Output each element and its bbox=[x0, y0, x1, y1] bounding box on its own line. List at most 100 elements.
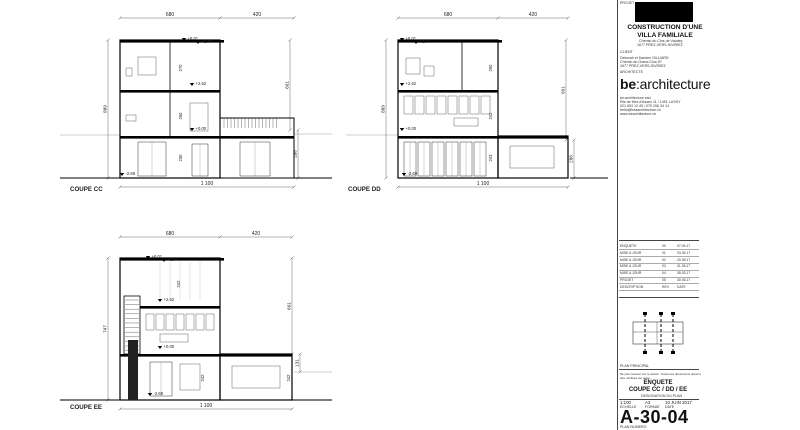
ee-kitchen-unit bbox=[175, 313, 185, 331]
projet-label: PROJET bbox=[620, 1, 635, 5]
ee-dim-upper-label: 601 bbox=[287, 302, 292, 310]
ee-room-height-2: 242 bbox=[200, 374, 205, 382]
dd-level-first: +2.62 bbox=[406, 81, 417, 86]
project-address-2: 1677 PREZ-VERS-SIVIRIEZ bbox=[637, 43, 683, 47]
revision-idx: 00 bbox=[662, 244, 666, 248]
cc-dim-total-tick bbox=[292, 185, 296, 189]
revision-date: 03.05.17 bbox=[677, 250, 691, 255]
dd-floor-slab bbox=[398, 90, 498, 93]
revision-idx: 02 bbox=[662, 257, 666, 262]
revision-header-idx: REV bbox=[662, 284, 669, 289]
cc-level-roof: +6.01 bbox=[188, 36, 199, 41]
ee-level-ground-marker bbox=[157, 346, 163, 349]
cc-ground-slab bbox=[120, 136, 294, 139]
ee-kitchen-unit bbox=[185, 313, 195, 331]
cc-dim-height-label: 889 bbox=[103, 105, 108, 113]
sheet-title: COUPE CC / DD / EE bbox=[628, 387, 688, 393]
cc-level-roof-marker bbox=[181, 38, 187, 41]
dd-level-base: -2.69 bbox=[408, 171, 418, 176]
dd-annex-room bbox=[509, 145, 555, 169]
logo-bracket: be bbox=[620, 76, 636, 92]
date-label: DATE bbox=[665, 405, 675, 409]
cc-level-first: +2.62 bbox=[196, 81, 207, 86]
format-label: FORMAT bbox=[645, 405, 660, 409]
ee-dim-lower-label: 131 bbox=[295, 359, 300, 367]
sheet-number: A-30-04 bbox=[620, 407, 689, 427]
dd-dim-height-label: 889 bbox=[381, 105, 386, 113]
ee-foundation-wall bbox=[128, 340, 138, 400]
cc-level-base: -2.69 bbox=[126, 171, 136, 176]
cc-level-first-marker bbox=[189, 83, 195, 86]
ee-dim-height-label: 747 bbox=[103, 325, 108, 333]
dd-kitchen-unit bbox=[480, 95, 491, 115]
client-line-2: Chemin du Grand-Clos 57 bbox=[620, 60, 662, 64]
dd-dim-upper-tick bbox=[564, 38, 568, 42]
dd-dim-total-tick bbox=[396, 185, 400, 189]
client-line-3: 1677 PREZ-VERS-SIVIRIEZ bbox=[620, 64, 666, 68]
scale-label: ECHELLE bbox=[620, 405, 637, 409]
dd-dim-upper-tick bbox=[564, 138, 568, 142]
ee-kitchen-unit bbox=[205, 313, 215, 331]
ee-dim-left-tick bbox=[118, 235, 122, 239]
cc-level-ceiling: +5.74 bbox=[202, 39, 213, 44]
note-line-2: être vérifiées sur place. bbox=[620, 376, 652, 380]
dd-level-ceiling: +5.74 bbox=[420, 39, 431, 44]
cc-dim-left-tick bbox=[118, 16, 122, 20]
format-value: A3 bbox=[645, 400, 651, 405]
ee-level-ceiling: +5.74 bbox=[168, 257, 179, 262]
revision-name: PROJET bbox=[620, 278, 634, 282]
revision-name: MISE A JOUR bbox=[620, 257, 642, 262]
ee-ground-slab bbox=[120, 354, 292, 357]
cc-dim-height-tick bbox=[106, 38, 110, 42]
dd-kitchen-unit bbox=[447, 95, 458, 115]
project-address-1: Chemin du Clos de Vaudey bbox=[639, 39, 683, 43]
cc-dim-right-tick bbox=[292, 16, 296, 20]
ee-dim-upper-tick bbox=[290, 256, 294, 260]
dd-dining-table bbox=[453, 117, 479, 127]
ee-kitchen-unit bbox=[145, 313, 155, 331]
project-title: CONSTRUCTION D'UNE VILLA FAMILIALE bbox=[627, 24, 703, 39]
revision-date: 07.04.17 bbox=[677, 244, 691, 248]
ee-floor-slab bbox=[140, 306, 220, 309]
revision-idx: 05 bbox=[662, 278, 666, 282]
ee-dim-left-label: 680 bbox=[166, 231, 175, 237]
dd-kitchen-unit bbox=[414, 95, 425, 115]
date-value: 10 JUIN 2017 bbox=[665, 400, 692, 405]
revision-header-name: DESCRIPTION bbox=[620, 284, 644, 289]
revision-date: 20.06.17 bbox=[677, 257, 691, 262]
ee-kitchen-unit bbox=[195, 313, 205, 331]
cc-label: COUPE CC bbox=[70, 186, 103, 193]
revision-date: 30.06.17 bbox=[677, 278, 691, 282]
cc-dim-lower-tick bbox=[296, 128, 300, 132]
dd-dim-right-tick bbox=[496, 16, 500, 20]
ee-level-ground: +0.00 bbox=[164, 344, 175, 349]
dd-level-roof: +6.01 bbox=[406, 36, 417, 41]
sheet-number-label: PLAN NUMERO bbox=[620, 425, 647, 429]
cc-level-ground: +0.00 bbox=[196, 126, 207, 131]
dd-cabinet bbox=[405, 57, 421, 75]
cc-room-height-3: 230 bbox=[178, 154, 183, 162]
cc-dim-left-label: 680 bbox=[166, 12, 175, 18]
dd-dim-upper-label: 601 bbox=[561, 86, 566, 94]
scale-value: 1:100 bbox=[620, 400, 631, 405]
dd-dim-right-label: 420 bbox=[529, 12, 538, 18]
dd-ground-slab bbox=[398, 136, 568, 139]
dd-basin bbox=[423, 65, 435, 77]
ee-level-ceiling-marker bbox=[161, 259, 167, 262]
cc-cabinet bbox=[137, 56, 157, 76]
revision-name: MISE A JOUR bbox=[620, 271, 642, 276]
dd-kitchen-unit bbox=[403, 95, 414, 115]
dd-dim-lower-label: 288 bbox=[569, 155, 574, 163]
ee-kitchen-unit bbox=[155, 313, 165, 331]
ee-dim-right-tick bbox=[290, 235, 294, 239]
dd-room-height-1: 250 bbox=[488, 64, 493, 72]
cc-dim-total-label: 1 100 bbox=[201, 181, 214, 187]
ee-dim-lower-tick bbox=[298, 352, 302, 356]
dd-dim-total-label: 1 100 bbox=[477, 181, 490, 187]
dd-dim-right-tick bbox=[566, 16, 570, 20]
firm-line-2: Rte de Mex d'Asseu 11 / 1491 LUSSY bbox=[620, 100, 681, 104]
client-label: CLIENT bbox=[620, 50, 633, 54]
dd-dim-left-label: 680 bbox=[444, 12, 453, 18]
ee-dim-total-tick bbox=[118, 407, 122, 411]
ee-level-base: -2.69 bbox=[154, 391, 164, 396]
